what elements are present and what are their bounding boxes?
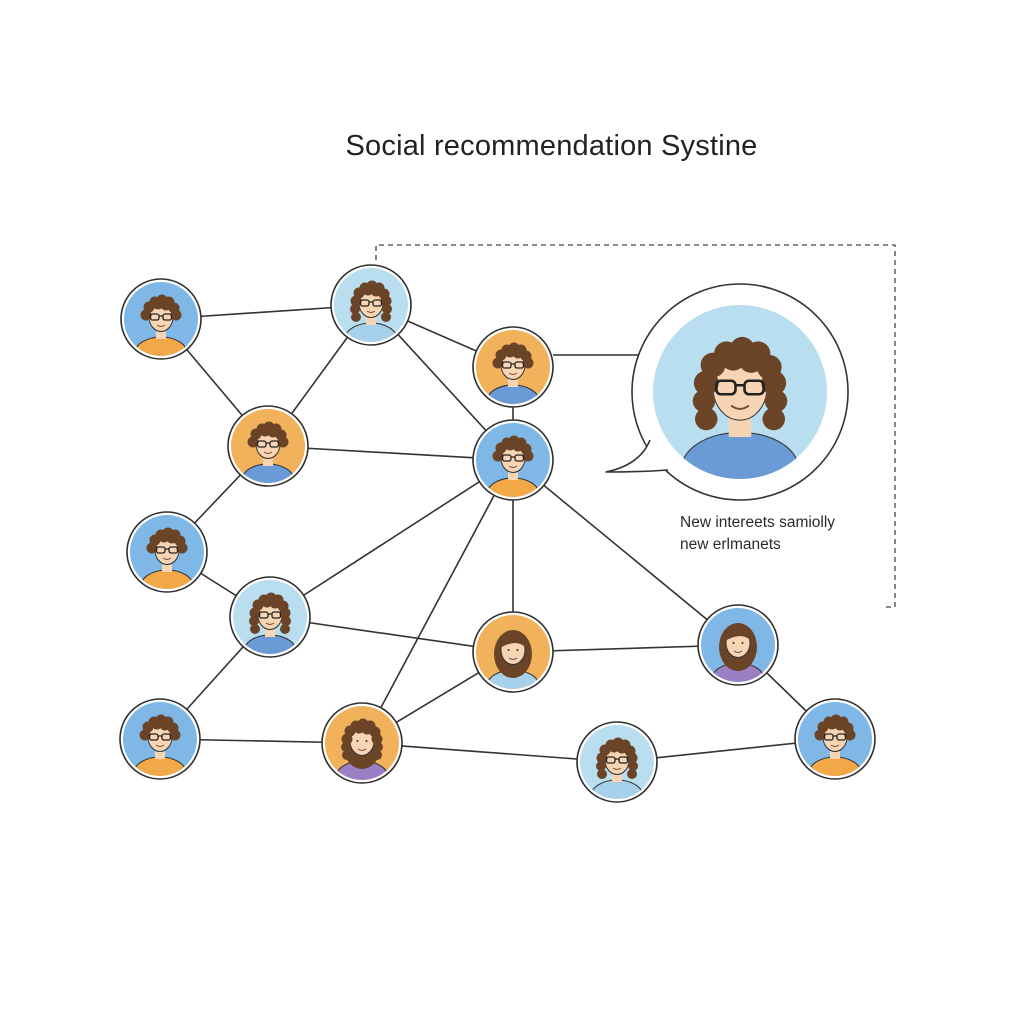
mouth (730, 404, 750, 410)
recommendation-callout (375, 244, 896, 608)
person-node-n5[interactable] (472, 419, 554, 510)
person-node-n4[interactable] (227, 405, 309, 496)
mouth (612, 767, 622, 770)
mouth (156, 324, 166, 327)
person-node-n12[interactable] (576, 721, 658, 812)
edge-n5-n9 (512, 459, 739, 646)
mouth (155, 744, 165, 747)
mouth (733, 650, 743, 653)
curly-hair (139, 714, 181, 741)
edge-n7-n8 (269, 616, 514, 653)
curly-hair (140, 294, 182, 321)
curly-hair (341, 718, 383, 760)
glasses (605, 756, 629, 764)
glasses (501, 454, 525, 462)
glasses (258, 611, 282, 619)
mouth (508, 465, 518, 468)
edge-n7-n5 (269, 459, 514, 618)
person-node-n6[interactable] (126, 511, 208, 602)
recommended-profile-avatar (650, 302, 830, 482)
curly-hair (596, 737, 638, 779)
mouth (357, 748, 367, 751)
glasses (715, 379, 765, 396)
mouth (265, 622, 275, 625)
glasses (155, 546, 179, 554)
person-node-n10[interactable] (119, 698, 201, 789)
person-node-n11[interactable] (321, 702, 403, 793)
glasses (256, 440, 280, 448)
person-node-n2[interactable] (330, 264, 412, 355)
curly-hair (146, 527, 188, 554)
person-node-n7[interactable] (229, 576, 311, 667)
person-node-n13[interactable] (794, 698, 876, 789)
curly-hair (692, 336, 788, 431)
mouth (508, 657, 518, 660)
person-node-n9[interactable] (697, 604, 779, 695)
recommendation-caption: New intereets samiolly new erlmanets (680, 512, 890, 556)
curly-hair (814, 714, 856, 741)
mouth (366, 310, 376, 313)
person-node-n3[interactable] (472, 326, 554, 417)
mouth (263, 451, 273, 454)
curly-hair (492, 342, 534, 369)
curly-hair (350, 280, 392, 322)
curly-hair (247, 421, 289, 448)
glasses (501, 361, 525, 369)
person-node-n8[interactable] (472, 611, 554, 702)
glasses (823, 733, 847, 741)
caption-line-1: New intereets samiolly (680, 514, 836, 531)
diagram-title: Social recommendation Systine (345, 130, 758, 162)
edge-n5-n11 (361, 459, 514, 744)
edge-n11-n12 (361, 742, 618, 763)
glasses (359, 299, 383, 307)
edge-n4-n5 (267, 445, 514, 461)
mouth (830, 744, 840, 747)
caption-line-2: new erlmanets (680, 536, 781, 553)
mouth (508, 372, 518, 375)
curly-hair (492, 435, 534, 462)
dashed-bracket (375, 244, 896, 608)
node-layer (119, 264, 876, 812)
glasses (149, 313, 173, 321)
person-node-n1[interactable] (120, 278, 202, 369)
mouth (162, 557, 172, 560)
curly-hair (249, 592, 291, 634)
glasses (148, 733, 172, 741)
